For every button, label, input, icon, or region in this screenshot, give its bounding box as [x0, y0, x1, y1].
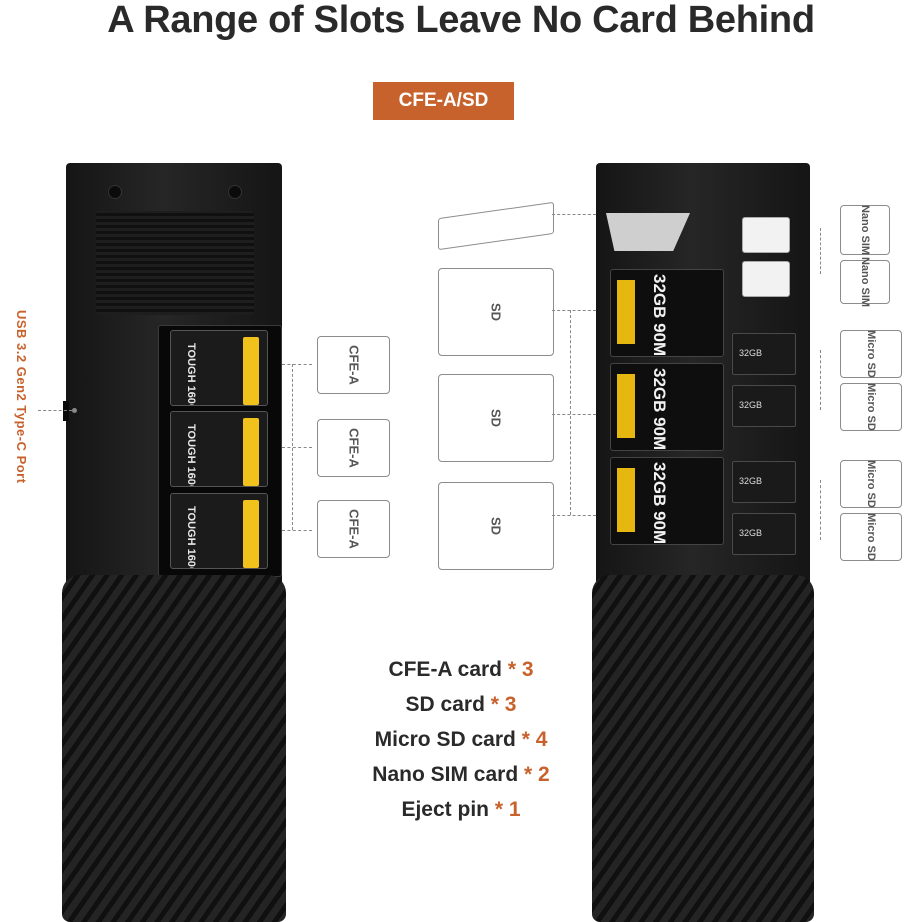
micro-sd-card: 32GB: [732, 461, 796, 503]
nano-sim-label: Nano SIM: [859, 256, 871, 308]
count-row-cfe-a: CFE-A card * 3: [300, 655, 622, 685]
sd-card: 32GB 90MB/s: [610, 269, 724, 357]
count-label: Nano SIM card: [372, 763, 519, 786]
count-qty: * 1: [494, 798, 521, 821]
sd-connector-line: [552, 515, 596, 516]
sd-outline: SD: [438, 374, 554, 462]
sd-connector-line: [570, 310, 571, 515]
cfe-a-outline: CFE-A: [317, 500, 390, 558]
count-row-nano-sim: Nano SIM card * 2: [300, 760, 622, 790]
screw-icon: [228, 185, 242, 199]
sd-card-text: 32GB 90MB/s: [650, 274, 669, 357]
micro-sd-outline: Micro SD: [840, 383, 902, 431]
headline: A Range of Slots Leave No Card Behind: [107, 0, 815, 41]
micro-sd-text: 32GB: [739, 476, 763, 486]
msd-connector-line: [820, 480, 821, 540]
nano-sim-outline: Nano SIM: [840, 205, 890, 255]
left-grip: [62, 575, 286, 922]
sd-connector-line: [552, 310, 596, 311]
micro-sd-outline: Micro SD: [840, 330, 902, 378]
count-qty: * 3: [507, 658, 534, 681]
micro-sd-outline: Micro SD: [840, 460, 902, 508]
category-badge: CFE-A/SD: [373, 82, 514, 120]
micro-sd-card: 32GB: [732, 333, 796, 375]
cfe-a-card: TOUGH 160GB: [170, 493, 268, 569]
micro-sd-text: 32GB: [739, 400, 763, 410]
count-label: Micro SD card: [374, 728, 516, 751]
sd-outline: SD: [438, 482, 554, 570]
sd-contacts: [617, 374, 635, 438]
sd-connector-line: [552, 214, 596, 215]
sd-connector-line: [552, 414, 596, 415]
card-label-strip: [243, 500, 259, 568]
heat-vent: [96, 211, 254, 315]
usb-port: [63, 401, 69, 421]
card-label-strip: [243, 337, 259, 405]
sd-contacts: [617, 280, 635, 344]
cfe-card-text: TOUGH 160GB: [185, 343, 197, 406]
count-qty: * 4: [521, 728, 548, 751]
cfe-a-label: CFE-A: [346, 509, 361, 549]
right-grip: [592, 575, 814, 922]
count-qty: * 3: [490, 693, 517, 716]
micro-sd-label: Micro SD: [865, 383, 877, 431]
sd-card: 32GB 90MB/s: [610, 363, 724, 451]
cfe-a-card: TOUGH 160GB: [170, 330, 268, 406]
sd-label: SD: [488, 408, 504, 428]
card-label-strip: [243, 418, 259, 486]
cfe-a-card: TOUGH 160GB: [170, 411, 268, 487]
cfe-card-text: TOUGH 160GB: [185, 424, 197, 487]
nano-sim-card: [742, 261, 790, 297]
micro-sd-card: 32GB: [732, 385, 796, 427]
count-label: CFE-A card: [388, 658, 503, 681]
sd-outline: SD: [438, 268, 554, 356]
micro-sd-label: Micro SD: [865, 513, 877, 561]
count-row-eject-pin: Eject pin * 1: [300, 795, 622, 825]
sd-contacts: [617, 468, 635, 532]
connector-line: [38, 410, 72, 411]
sd-card-text: 32GB 90MB/s: [650, 462, 669, 545]
cfe-a-outline: CFE-A: [317, 419, 390, 477]
cfe-a-outline: CFE-A: [317, 336, 390, 394]
count-qty: * 2: [524, 763, 550, 786]
connector-dot: [72, 408, 77, 413]
cfe-connector-line: [282, 447, 312, 448]
cfe-connector-line: [282, 364, 312, 365]
micro-sd-outline: Micro SD: [840, 513, 902, 561]
sd-card: 32GB 90MB/s: [610, 457, 724, 545]
micro-sd-label: Micro SD: [865, 330, 877, 378]
micro-sd-card: 32GB: [732, 513, 796, 555]
sd-label: SD: [488, 516, 504, 536]
nano-sim-card: [742, 217, 790, 253]
micro-sd-text: 32GB: [739, 528, 763, 538]
cfe-card-text: TOUGH 160GB: [185, 506, 197, 569]
count-label: Eject pin: [401, 798, 489, 821]
count-row-micro-sd: Micro SD card * 4: [300, 725, 622, 755]
right-device: 32GB 90MB/s 32GB 90MB/s 32GB 90MB/s 32GB…: [592, 163, 814, 922]
count-row-sd: SD card * 3: [300, 690, 622, 720]
nano-sim-outline: Nano SIM: [840, 256, 890, 308]
cfe-a-label: CFE-A: [346, 345, 361, 385]
eject-pin-outline: [438, 201, 554, 251]
screw-icon: [108, 185, 122, 199]
cfe-a-label: CFE-A: [346, 428, 361, 468]
msd-connector-line: [820, 350, 821, 410]
usb-port-label: USB 3.2 Gen2 Type-C Port: [14, 310, 29, 484]
sd-card-text: 32GB 90MB/s: [650, 368, 669, 451]
count-label: SD card: [405, 693, 485, 716]
micro-sd-label: Micro SD: [865, 460, 877, 508]
cfe-connector-line: [282, 530, 312, 531]
micro-sd-text: 32GB: [739, 348, 763, 358]
sim-connector-line: [820, 228, 821, 274]
sd-label: SD: [488, 302, 504, 322]
nano-sim-label: Nano SIM: [859, 204, 871, 256]
left-device: TOUGH 160GB TOUGH 160GB TOUGH 160GB: [62, 163, 286, 922]
